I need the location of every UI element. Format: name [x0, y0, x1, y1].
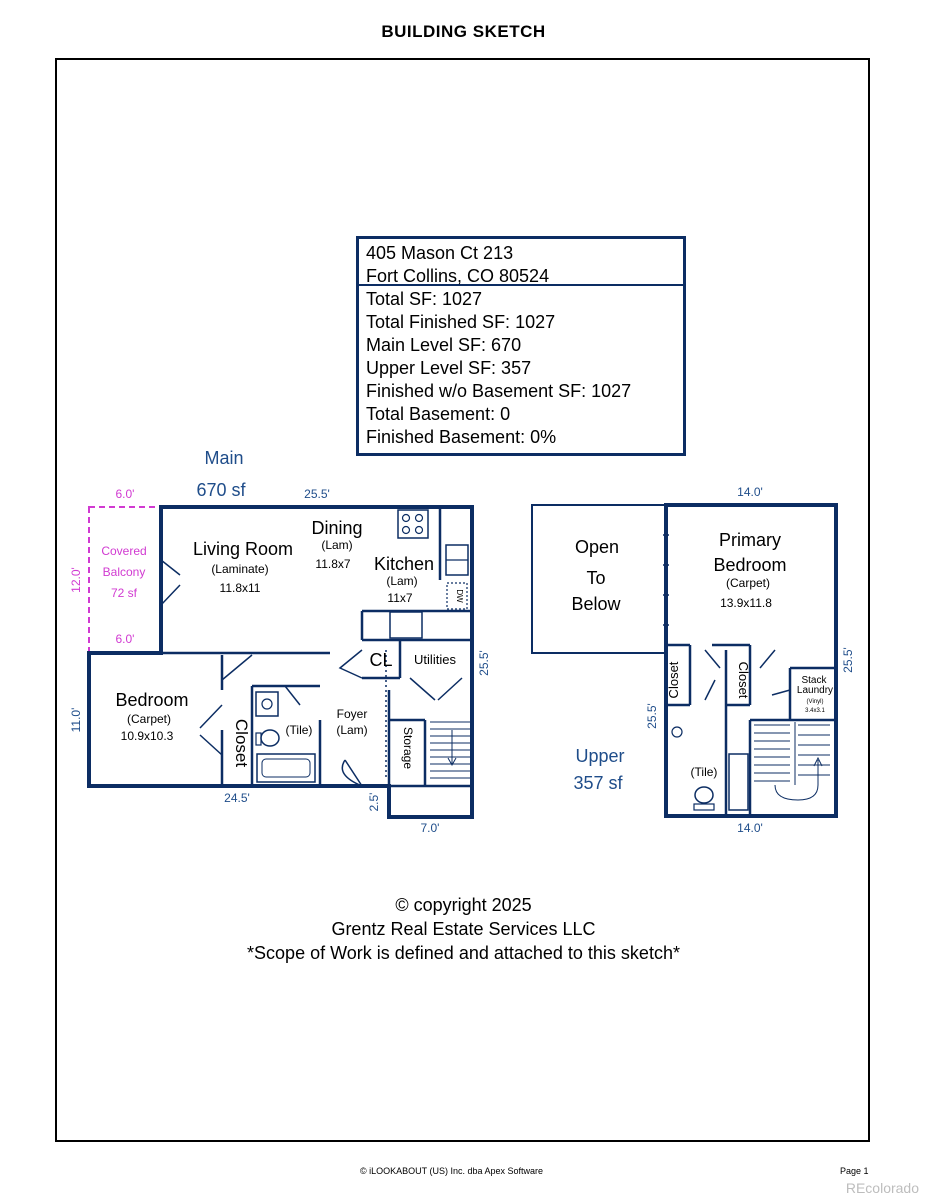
stat-finished-basement: Finished Basement: 0% [366, 427, 557, 447]
laundry-floor: (Vinyl) [807, 699, 824, 705]
upper-toilet-icon [694, 786, 714, 804]
foyer-floor: (Lam) [336, 723, 367, 737]
dim-main-left: 11.0' [69, 708, 83, 733]
dim-upper-right: 25.5' [841, 647, 855, 673]
balcony-label-3: 72 sf [111, 586, 138, 600]
open-to-below-3: Below [571, 594, 621, 614]
stat-total-finished-sf: Total Finished SF: 1027 [366, 312, 556, 332]
stat-upper-level-sf: Upper Level SF: 357 [366, 358, 532, 378]
primary-bedroom-size: 13.9x11.8 [720, 596, 772, 610]
upper-exterior-walls [664, 503, 838, 818]
stat-finished-wo-basement: Finished w/o Basement SF: 1027 [366, 381, 632, 401]
living-room-floor: (Laminate) [211, 562, 268, 576]
upper-stairs-icon [754, 722, 830, 801]
upper-closet-right: Closet [736, 662, 751, 699]
upper-closet-left: Closet [666, 661, 681, 698]
kitchen-size: 11x7 [387, 591, 412, 605]
foyer-name: Foyer [337, 707, 368, 721]
page-title: BUILDING SKETCH [381, 22, 546, 41]
watermark: REcolorado [845, 1180, 919, 1196]
property-info-box: 405 Mason Ct 213 Fort Collins, CO 80524 … [356, 236, 686, 456]
stat-total-sf: Total SF: 1027 [366, 289, 483, 309]
utilities-label: Utilities [414, 652, 456, 667]
kitchen-name: Kitchen [374, 554, 434, 574]
bathtub-icon [256, 753, 316, 783]
open-to-below-2: To [586, 568, 605, 588]
dim-stair-bottom: 7.0' [421, 821, 440, 835]
upper-bath-floor: (Tile) [691, 765, 718, 779]
dw-label: DW [455, 589, 464, 603]
footer-page-number: Page 1 [840, 1166, 869, 1176]
main-stairs-icon [430, 721, 470, 779]
kitchen-floor: (Lam) [386, 574, 417, 588]
upper-level-labels: 14.0' 25.5' 25.5' 14.0' Open To Below Pr… [571, 485, 855, 835]
dishwasher-icon [446, 582, 468, 610]
living-room-name: Living Room [193, 539, 293, 559]
bedroom-floor: (Carpet) [127, 712, 171, 726]
address-line-1: 405 Mason Ct 213 [366, 243, 514, 263]
stove-icon [397, 509, 429, 539]
primary-bedroom-name-1: Primary [719, 530, 781, 550]
stat-main-level-sf: Main Level SF: 670 [366, 335, 522, 355]
main-level-plan [87, 505, 474, 819]
upper-level-plan [531, 503, 838, 818]
upper-level-label: Upper [575, 746, 624, 766]
main-bath-floor: (Tile) [286, 723, 313, 737]
bath-sink-icon [255, 691, 279, 717]
copyright-line-1: © copyright 2025 [395, 895, 532, 915]
sketch-frame [55, 58, 870, 1142]
bedroom-name: Bedroom [115, 690, 188, 710]
main-level-label: Main [204, 448, 243, 468]
dim-foyer-step: 2.5' [367, 793, 381, 812]
laundry-size: 3.4x3.1 [805, 708, 825, 714]
footer-credit: © iLOOKABOUT (US) Inc. dba Apex Software [360, 1166, 544, 1176]
dim-main-right: 25.5' [477, 650, 491, 676]
upper-bathtub-icon [728, 753, 749, 811]
dim-balcony-side: 12.0' [69, 567, 83, 593]
copyright-line-2: Grentz Real Estate Services LLC [331, 919, 596, 939]
dim-main-bottom: 24.5' [224, 791, 250, 805]
balcony-label-2: Balcony [103, 565, 146, 579]
address-line-2: Fort Collins, CO 80524 [366, 266, 550, 286]
laundry-label-2: Laundry [797, 685, 833, 696]
dining-size: 11.8x7 [315, 557, 350, 571]
copyright-line-3: *Scope of Work is defined and attached t… [247, 943, 680, 963]
address-block: 405 Mason Ct 213 Fort Collins, CO 80524 [359, 239, 683, 286]
balcony-label-1: Covered [101, 544, 146, 558]
stat-total-basement: Total Basement: 0 [366, 404, 511, 424]
bedroom-size: 10.9x10.3 [121, 729, 174, 743]
dim-main-top: 25.5' [304, 487, 330, 501]
toilet-icon [260, 729, 280, 747]
upper-level-area: 357 sf [573, 773, 623, 793]
dim-balcony-top: 6.0' [116, 487, 135, 501]
primary-bedroom-name-2: Bedroom [713, 555, 786, 575]
upper-sink-icon [671, 726, 683, 738]
dining-floor: (Lam) [321, 538, 352, 552]
copyright-block: © copyright 2025 Grentz Real Estate Serv… [0, 893, 927, 965]
living-room-size: 11.8x11 [220, 581, 261, 595]
main-door-swings [160, 559, 463, 787]
main-level-area: 670 sf [196, 480, 246, 500]
area-stats: Total SF: 1027 Total Finished SF: 1027 M… [359, 286, 683, 449]
dining-name: Dining [311, 518, 362, 538]
upper-door-swings [663, 534, 791, 701]
upper-interior-walls [666, 643, 836, 816]
dim-upper-bottom: 14.0' [737, 821, 763, 835]
primary-bedroom-floor: (Carpet) [726, 576, 770, 590]
dim-upper-top: 14.0' [737, 485, 763, 499]
laundry-label-1: Stack [801, 675, 827, 686]
storage-label: Storage [401, 727, 415, 769]
main-closet-label: Closet [232, 719, 251, 767]
dim-balcony-bottom: 6.0' [116, 632, 135, 646]
cl-label: CL [369, 650, 392, 670]
main-level-labels: Main 670 sf 25.5' 6.0' 12.0' 6.0' 11.0' … [69, 448, 491, 835]
dim-upper-left: 25.5' [645, 703, 659, 729]
main-interior-walls [89, 507, 472, 788]
fridge-icon [389, 611, 423, 639]
open-to-below-1: Open [575, 537, 619, 557]
